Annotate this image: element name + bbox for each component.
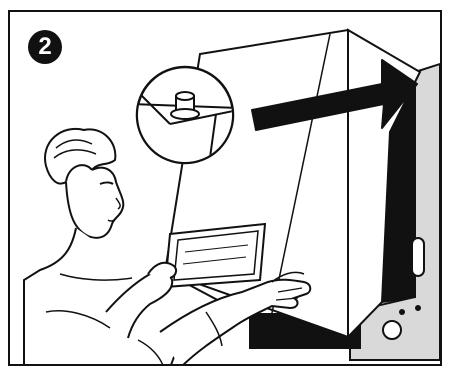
installation-illustration bbox=[10, 12, 442, 366]
step-number-badge: 2 bbox=[28, 30, 62, 64]
illustration-frame: 2 bbox=[8, 10, 442, 366]
step-number: 2 bbox=[38, 35, 51, 59]
appliance-display-panel bbox=[165, 224, 265, 287]
mount-pin-icon bbox=[171, 92, 199, 119]
